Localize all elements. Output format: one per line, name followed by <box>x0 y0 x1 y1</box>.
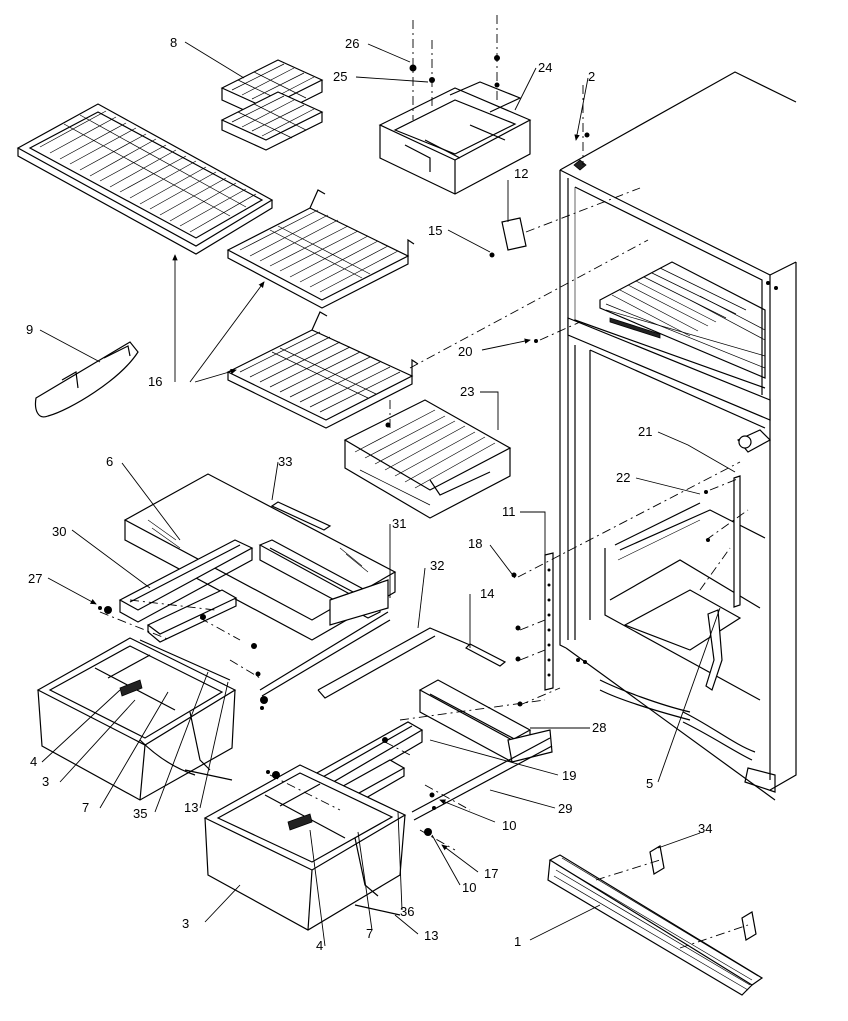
callout-25: 25 <box>333 69 347 84</box>
callout-22: 22 <box>616 470 630 485</box>
leader-lines <box>39 41 736 947</box>
base-grille <box>547 845 764 996</box>
callout-34: 34 <box>698 821 712 836</box>
cabinet <box>544 71 797 801</box>
callout-24: 24 <box>538 60 552 75</box>
callout-18: 18 <box>468 536 482 551</box>
callout-30: 30 <box>52 524 66 539</box>
assembly-lines <box>99 15 749 949</box>
trim-strip <box>465 643 507 667</box>
callout-28: 28 <box>592 720 606 735</box>
callout-19: 19 <box>562 768 576 783</box>
dairy-door-cover <box>34 341 139 418</box>
slide-spacer-lower <box>354 904 401 916</box>
callout-29: 29 <box>558 801 572 816</box>
glass-shelf-lower <box>226 311 419 429</box>
callout-26: 26 <box>345 36 359 51</box>
callout-10-lower: 10 <box>462 880 476 895</box>
freezer-wire-shelf <box>16 103 274 255</box>
callout-16: 16 <box>148 374 162 389</box>
callout-7-lower: 7 <box>366 926 373 941</box>
callout-10: 10 <box>502 818 516 833</box>
crisper-divider <box>270 501 332 531</box>
callout-labels: 8 26 25 24 2 12 15 9 16 20 23 21 22 6 33… <box>26 35 712 953</box>
callout-23: 23 <box>460 384 474 399</box>
callout-9: 9 <box>26 322 33 337</box>
callout-32: 32 <box>430 558 444 573</box>
callout-33: 33 <box>278 454 292 469</box>
callout-17: 17 <box>484 866 498 881</box>
callout-14: 14 <box>480 586 494 601</box>
callout-13-lower: 13 <box>424 928 438 943</box>
callout-5: 5 <box>646 776 653 791</box>
upper-crisper-drawer <box>36 637 237 801</box>
callout-4-lower: 4 <box>316 938 323 953</box>
callout-27: 27 <box>28 571 42 586</box>
callout-15: 15 <box>428 223 442 238</box>
callout-2: 2 <box>588 69 595 84</box>
callout-35: 35 <box>133 806 147 821</box>
callout-3: 3 <box>42 774 49 789</box>
callout-8: 8 <box>170 35 177 50</box>
callout-1: 1 <box>514 934 521 949</box>
callout-31: 31 <box>392 516 406 531</box>
callout-36: 36 <box>400 904 414 919</box>
callout-11: 11 <box>502 504 516 519</box>
meat-pan-wire-shelf <box>343 399 512 519</box>
callout-20: 20 <box>458 344 472 359</box>
callout-4: 4 <box>30 754 37 769</box>
upper-crisper-frame <box>118 539 391 697</box>
callout-7: 7 <box>82 800 89 815</box>
callout-12: 12 <box>514 166 528 181</box>
ice-bin-housing <box>378 81 532 195</box>
callout-6: 6 <box>106 454 113 469</box>
slide-spacer-upper <box>184 769 233 781</box>
callout-21: 21 <box>638 424 652 439</box>
ice-trays <box>220 59 324 151</box>
glass-shelf-upper <box>226 189 415 309</box>
callout-3-lower: 3 <box>182 916 189 931</box>
lower-crisper-drawer <box>203 764 407 931</box>
callout-13: 13 <box>184 800 198 815</box>
cover-plate <box>501 217 527 251</box>
freezer-shelf-wires <box>605 267 766 369</box>
